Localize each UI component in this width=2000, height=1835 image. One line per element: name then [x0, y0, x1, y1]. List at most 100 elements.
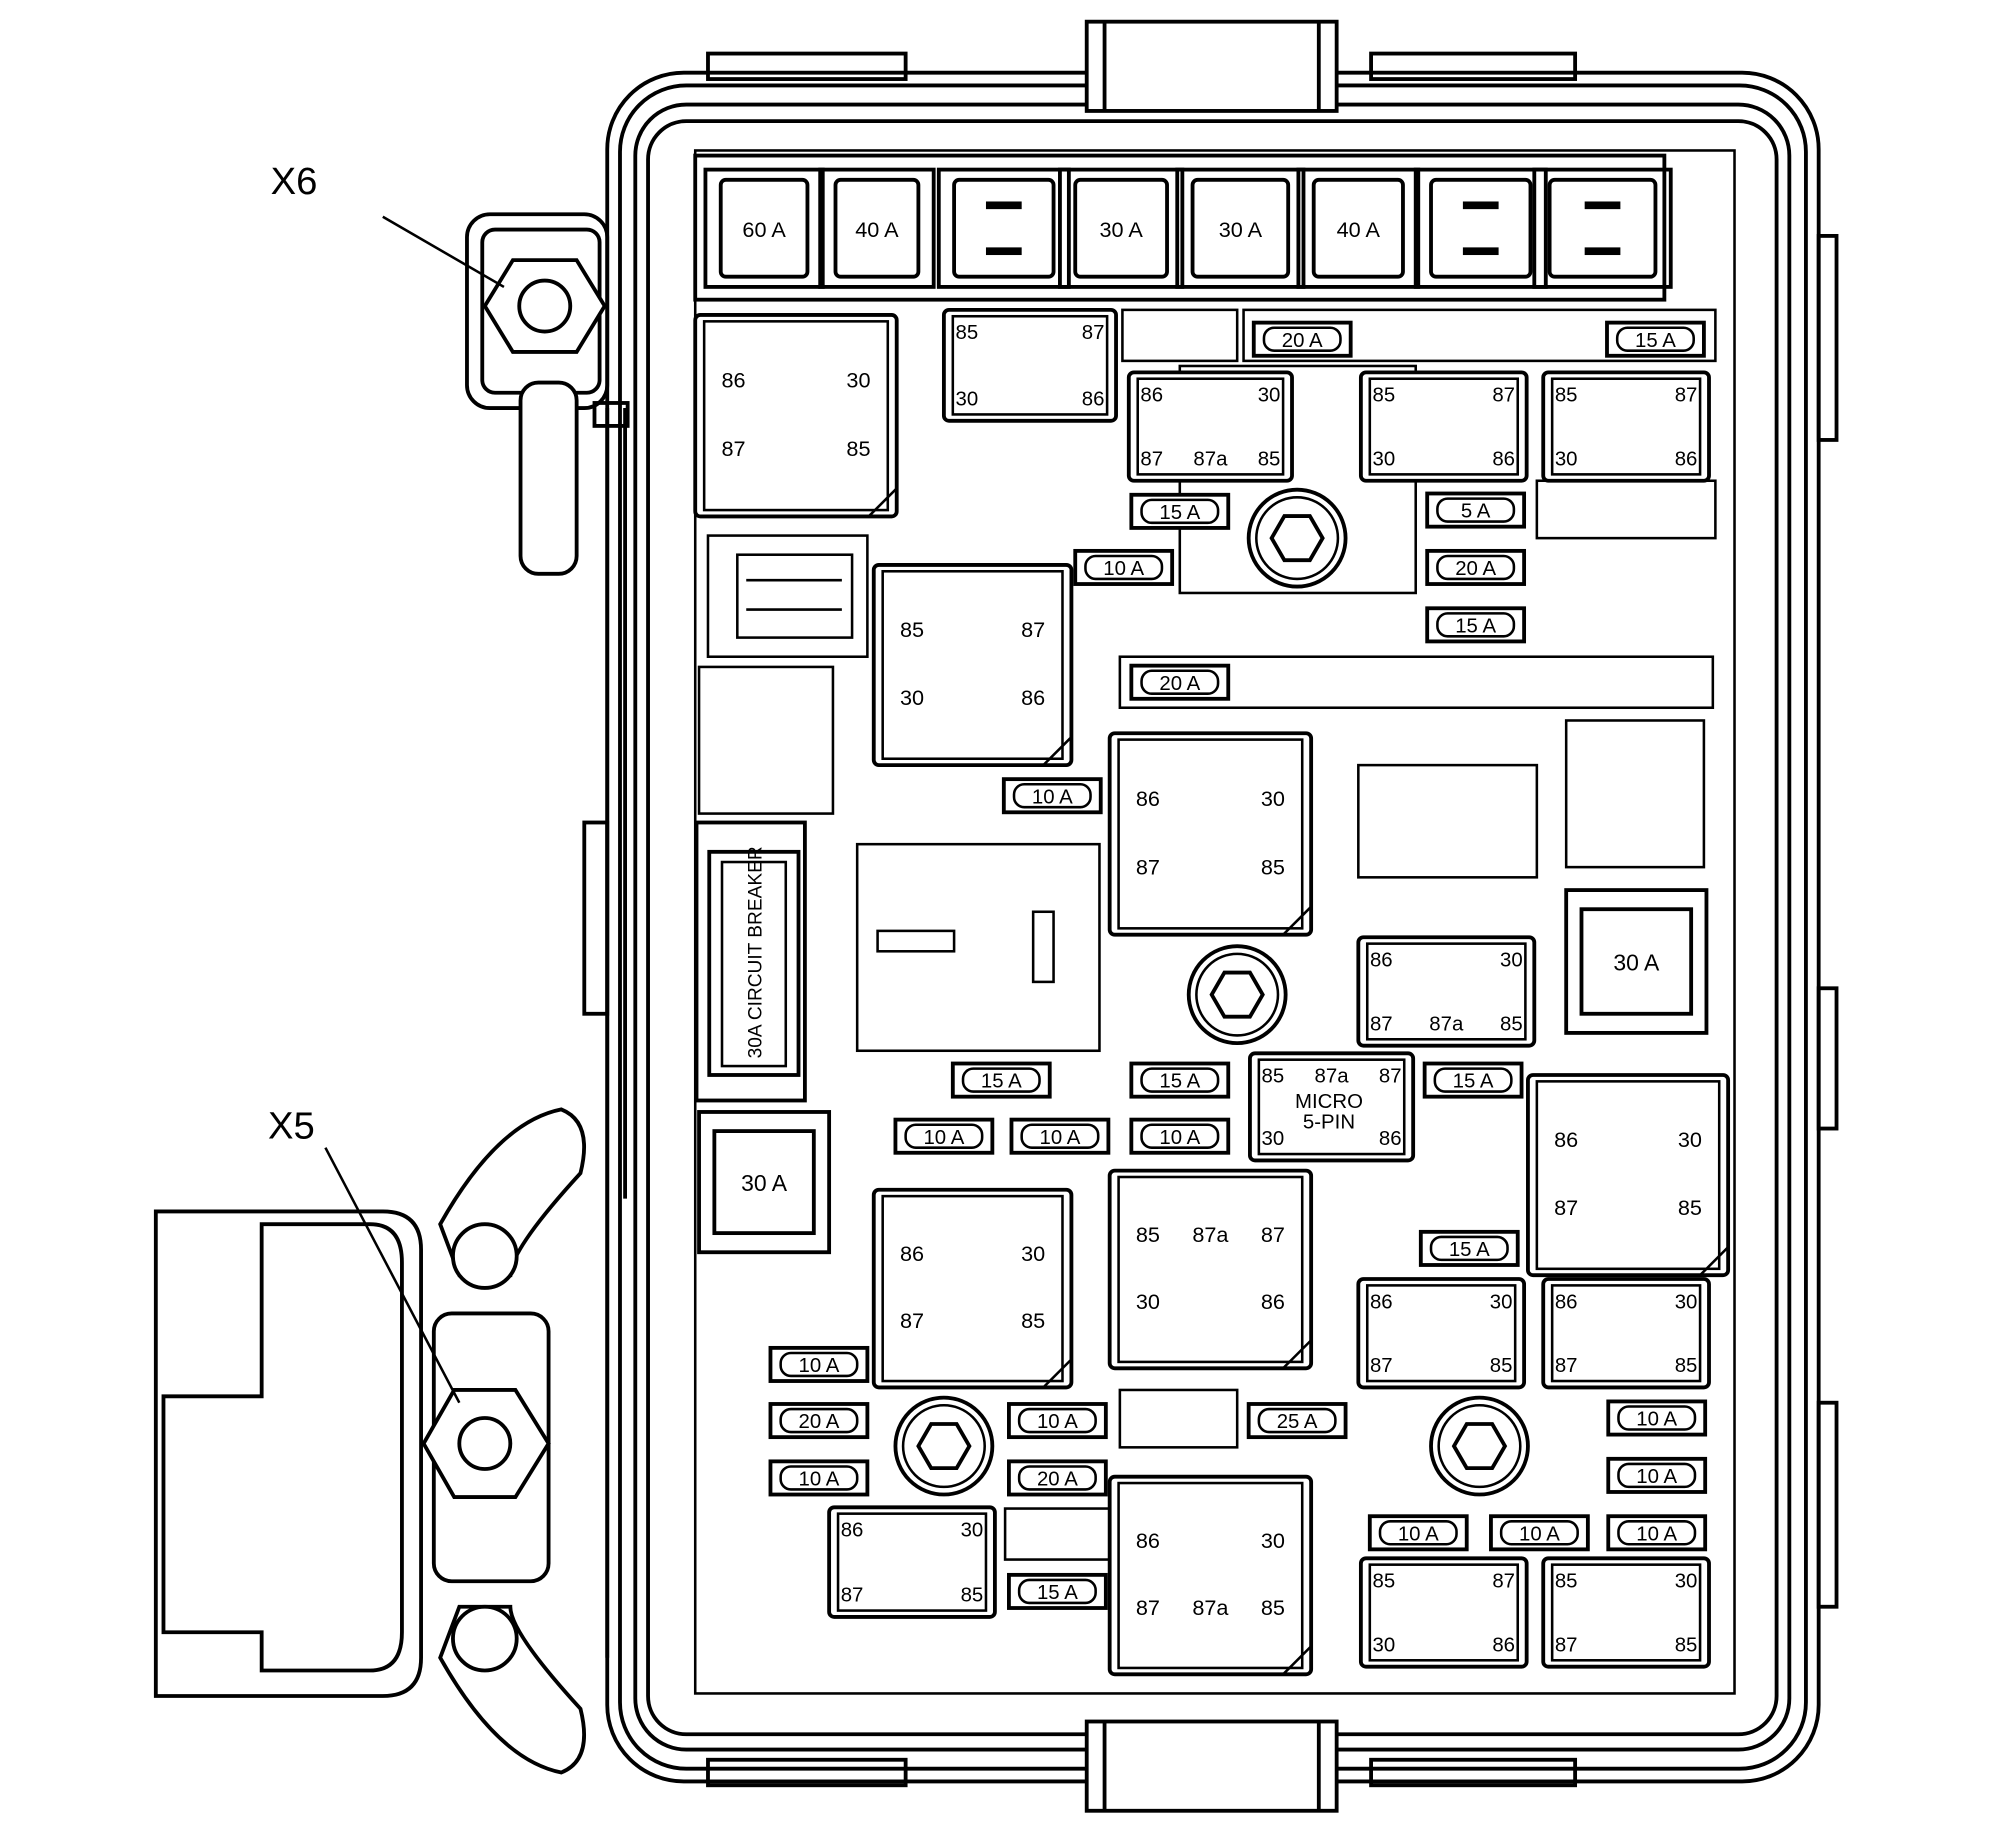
mini-fuse[interactable]: 10 A	[1001, 777, 1103, 815]
mini-fuse[interactable]: 20 A	[768, 1402, 870, 1440]
relay-pin-label: 85	[961, 1585, 984, 1607]
maxi-fuse-label: 30 A	[1099, 217, 1143, 242]
relay-pin-label: 30	[1261, 1528, 1285, 1553]
mini-fuse[interactable]: 10 A	[768, 1345, 870, 1383]
mini-fuse[interactable]: 10 A	[893, 1117, 995, 1155]
relay-pin-label: 30	[1490, 1291, 1513, 1313]
maxi-fuse[interactable]: 40 A	[1296, 167, 1421, 289]
maxi-fuse[interactable]: 30 A	[1175, 167, 1306, 289]
relay-pin-label: 87	[1370, 1013, 1393, 1035]
relay-pin-label: 30	[1021, 1241, 1045, 1266]
relay-pin-label: 85	[1258, 448, 1281, 470]
relay-pin-label: 85	[1555, 1571, 1578, 1593]
relay-pin-label: 85	[846, 436, 870, 461]
mini-fuse[interactable]: 15 A	[1129, 1061, 1231, 1099]
mini-fuse-label: 10 A	[1636, 1409, 1677, 1431]
maxi-fuse-row	[693, 153, 1667, 302]
relay-pin-label: 87	[1140, 448, 1163, 470]
mini-fuse[interactable]: 15 A	[1418, 1229, 1520, 1267]
relay-type-label: 5-PIN	[1303, 1112, 1355, 1134]
relay-pin-label: 85	[956, 322, 979, 344]
maxi-fuse[interactable]	[1413, 167, 1548, 289]
mini-fuse[interactable]: 10 A	[1367, 1514, 1469, 1552]
jcase-fuse[interactable]: 30 A	[697, 1110, 832, 1255]
relay-pin-label: 87	[721, 436, 745, 461]
mini-fuse[interactable]: 10 A	[1073, 548, 1175, 586]
mini-fuse[interactable]: 15 A	[1422, 1061, 1524, 1099]
mini-fuse-label: 10 A	[923, 1127, 964, 1149]
maxi-fuse[interactable]	[1532, 167, 1673, 289]
mini-fuse-label: 15 A	[1037, 1582, 1078, 1604]
relay-pin-label: 85	[1372, 385, 1395, 407]
mini-fuse-label: 10 A	[1032, 786, 1073, 808]
jcase-fuse[interactable]: 30 A	[1564, 888, 1709, 1035]
relay-pin-label: 85	[1555, 385, 1578, 407]
mini-fuse-label: 15 A	[1159, 502, 1200, 524]
mini-fuse-label: 20 A	[1455, 558, 1496, 580]
mini-fuse-label: 20 A	[1282, 330, 1323, 352]
mini-fuse[interactable]: 15 A	[1425, 606, 1527, 644]
relay-pin-label: 87a	[1429, 1013, 1464, 1035]
relay-pin-label: 86	[1554, 1127, 1578, 1152]
mini-fuse-label: 10 A	[1040, 1127, 1081, 1149]
maxi-fuse[interactable]	[936, 167, 1071, 289]
mini-fuse[interactable]: 15 A	[1007, 1572, 1108, 1610]
maxi-fuse-label: 40 A	[1337, 217, 1381, 242]
mini-fuse-label: 10 A	[799, 1469, 840, 1491]
relay-pin-label: 30	[1136, 1289, 1160, 1314]
relay-pin-label: 86	[1140, 385, 1163, 407]
mini-fuse[interactable]: 5 A	[1425, 491, 1527, 529]
mini-fuse[interactable]: 10 A	[1606, 1514, 1708, 1552]
maxi-fuse[interactable]: 30 A	[1058, 167, 1185, 289]
mini-fuse[interactable]: 15 A	[1129, 492, 1231, 530]
mini-fuse-label: 10 A	[1159, 1127, 1200, 1149]
maxi-fuse[interactable]: 40 A	[818, 167, 936, 289]
mini-fuse[interactable]: 15 A	[1605, 320, 1706, 358]
mini-fuse[interactable]: 10 A	[1606, 1456, 1708, 1494]
relay-pin-label: 86	[841, 1520, 864, 1542]
mini-fuse[interactable]: 20 A	[1007, 1459, 1108, 1497]
mini-fuse[interactable]: 20 A	[1425, 548, 1527, 586]
relay-pin-label: 85	[1490, 1355, 1513, 1377]
relay-pin-label: 86	[721, 368, 745, 393]
mini-fuse-label: 15 A	[1159, 1071, 1200, 1093]
maxi-fuse[interactable]: 60 A	[703, 167, 825, 289]
mini-fuse-label: 10 A	[1636, 1523, 1677, 1545]
relay-pin-label: 85	[1136, 1222, 1160, 1247]
mini-fuse-label: 25 A	[1277, 1411, 1318, 1433]
mini-fuse[interactable]: 10 A	[1007, 1402, 1108, 1440]
mini-fuse-label: 15 A	[981, 1071, 1022, 1093]
mini-fuse-label: 10 A	[1636, 1466, 1677, 1488]
mini-fuse[interactable]: 10 A	[1009, 1117, 1111, 1155]
mini-fuse[interactable]: 10 A	[1129, 1117, 1231, 1155]
mini-fuse[interactable]: 15 A	[950, 1061, 1052, 1099]
mini-fuse[interactable]: 10 A	[1489, 1514, 1590, 1552]
relay-pin-label: 85	[1675, 1355, 1698, 1377]
mini-fuse[interactable]: 20 A	[1251, 320, 1353, 358]
mini-fuse[interactable]: 10 A	[768, 1459, 870, 1497]
x5-callout-label: X5	[268, 1105, 315, 1148]
relay-pin-label: 87	[1675, 385, 1698, 407]
mini-fuse[interactable]: 25 A	[1246, 1402, 1348, 1440]
mini-fuse[interactable]: 10 A	[1606, 1399, 1708, 1437]
mini-fuse[interactable]: 20 A	[1129, 663, 1231, 701]
